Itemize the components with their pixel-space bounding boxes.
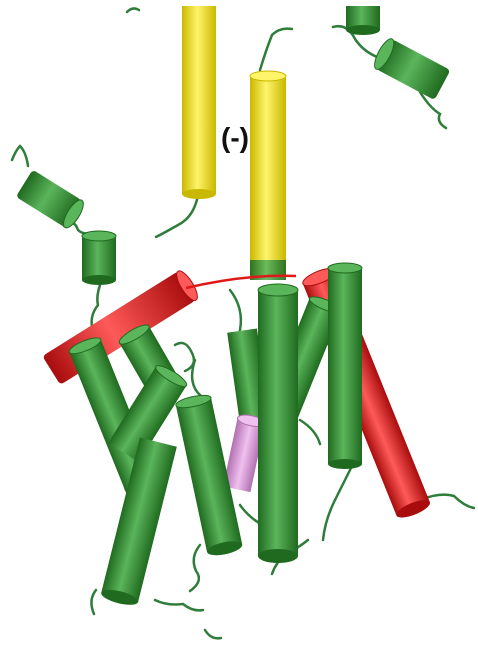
negative-charge-label: (-) <box>218 118 252 158</box>
helix-red-diagonal-left <box>42 268 201 385</box>
helix-yellow-left <box>182 6 216 199</box>
loop-wires <box>12 8 474 638</box>
helix-top-right-1 <box>346 6 380 35</box>
helix-green-front-lower-left <box>100 438 177 608</box>
helix-green-front-center-long <box>258 284 298 563</box>
helix-yellow-green-center <box>250 71 286 280</box>
helix-left-lower <box>82 231 116 285</box>
helix-left-upper <box>16 170 87 231</box>
helix-green-right-vertical <box>328 263 362 469</box>
helix-top-right-2 <box>371 36 451 100</box>
